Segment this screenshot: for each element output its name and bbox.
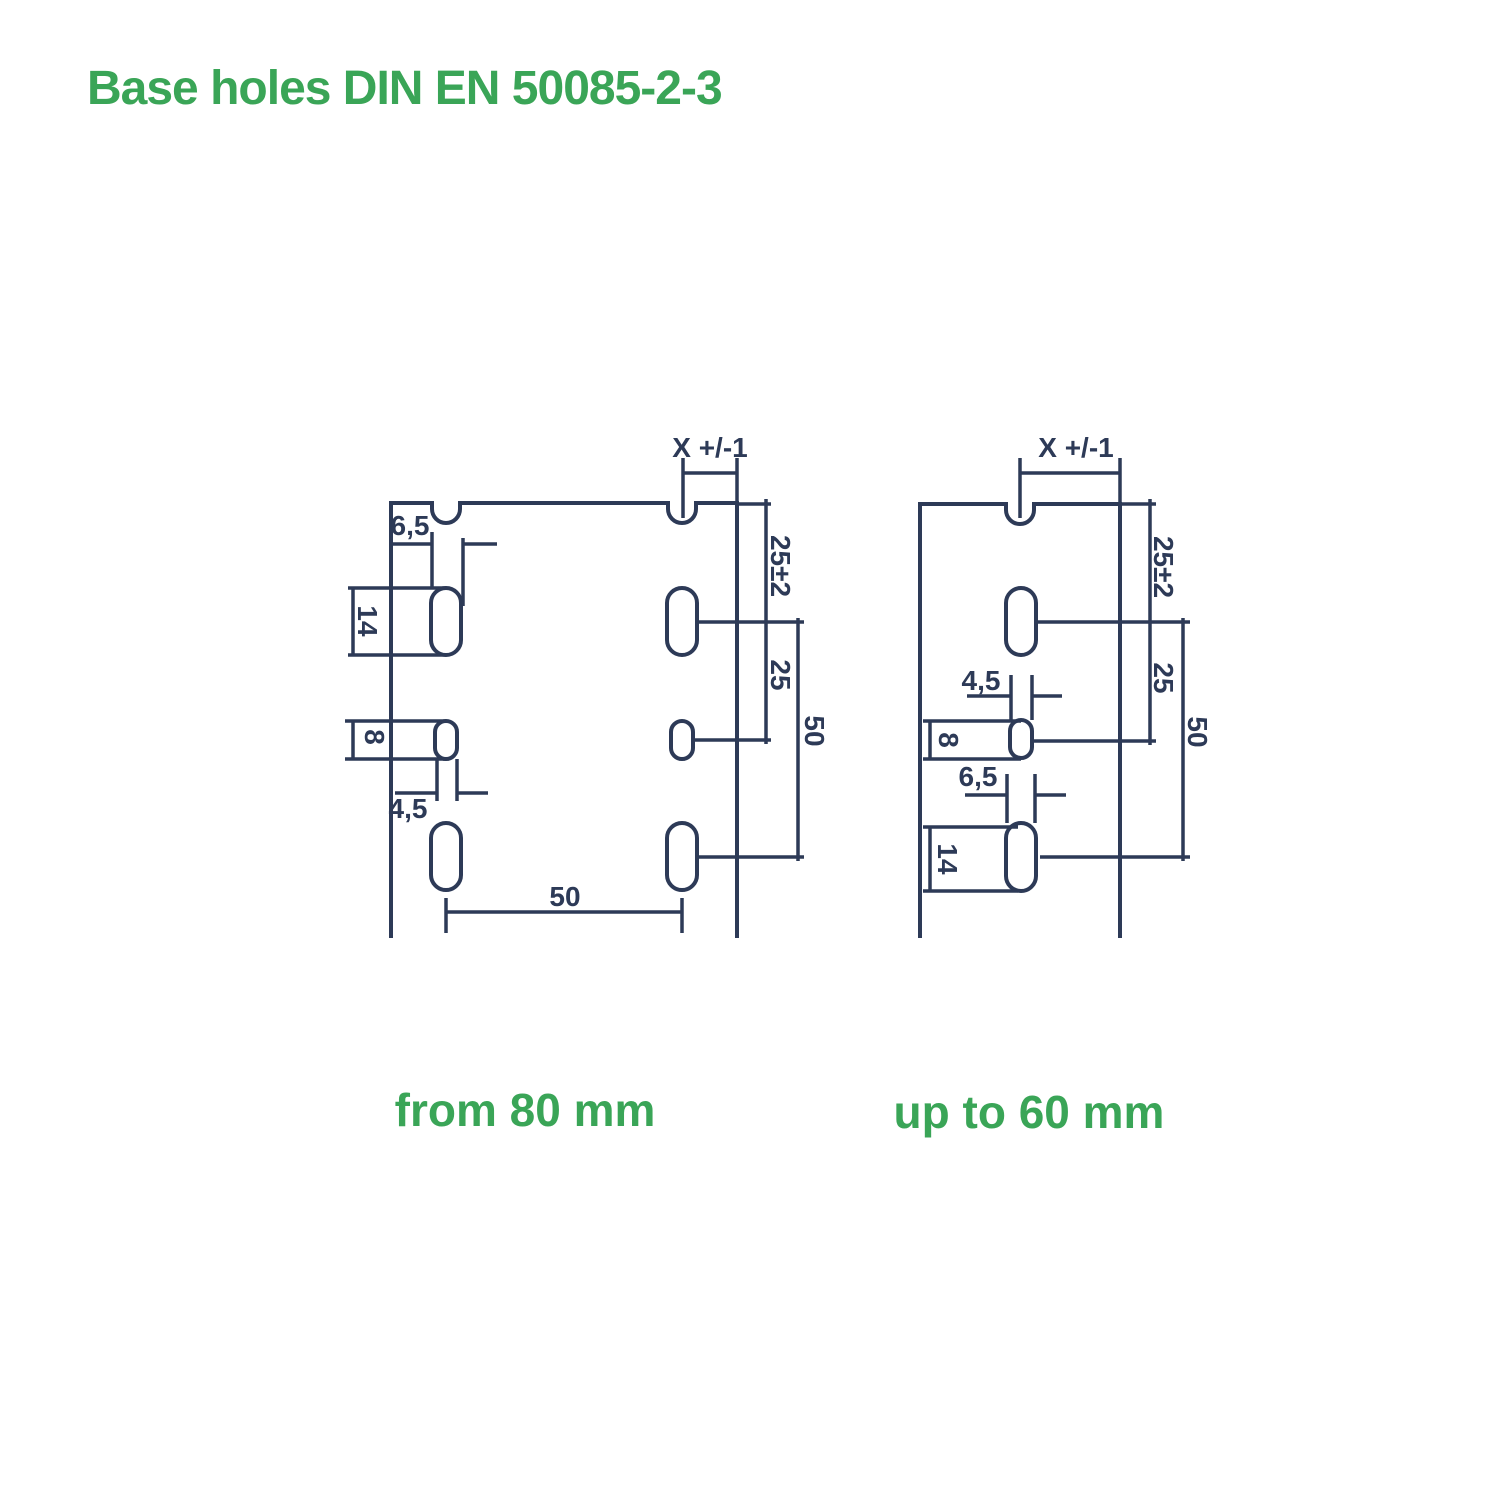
dimension-label: 50 [1182, 716, 1213, 747]
dimension-vertical-stack: 25±2 25 50 [695, 499, 830, 861]
dimension-label: X +/-1 [672, 432, 747, 463]
slot-hole [429, 821, 463, 892]
slot-hole [1008, 718, 1034, 760]
slot-hole [669, 719, 695, 761]
dimension-lines [965, 774, 1066, 823]
dimension-lines [923, 719, 1021, 761]
dimension-label: 6,5 [959, 761, 998, 792]
dimension-x-tolerance: X +/-1 [672, 432, 748, 518]
diagram-caption: up to 60 mm [894, 1086, 1165, 1138]
plate-outline [918, 502, 1122, 938]
dimension-lines [681, 458, 739, 518]
dimension-column-spacing: 50 [444, 881, 684, 933]
diagram-from-80mm: X +/-1 25±2 25 50 6,5 14 8 4,5 [345, 432, 830, 1136]
dimension-large-slot-width: 6,5 [391, 510, 497, 606]
slot-hole [665, 821, 699, 892]
diagram-up-to-60mm: X +/-1 25±2 25 50 4,5 8 6,5 14 [894, 432, 1213, 1138]
dimension-label: 25 [1148, 662, 1179, 693]
slot-hole [665, 586, 699, 657]
dimension-lines [444, 898, 684, 933]
dimension-label: 50 [799, 715, 830, 746]
plate-outline [389, 501, 739, 938]
dimension-x-tolerance: X +/-1 [1018, 432, 1122, 518]
slot-hole [1004, 821, 1038, 893]
dimension-label: 8 [933, 732, 964, 748]
dimension-label: 8 [359, 729, 390, 745]
dimension-lines [967, 675, 1062, 720]
dimension-lines [345, 719, 446, 761]
dimension-vertical-stack: 25±2 25 50 [1032, 499, 1213, 861]
dimension-label: 4,5 [962, 665, 1001, 696]
dimension-lines [1032, 499, 1190, 861]
dimension-small-slot-width: 4,5 [962, 665, 1062, 720]
slot-hole [429, 586, 463, 657]
dimension-label: 14 [932, 843, 963, 875]
dimension-label: 6,5 [391, 510, 430, 541]
dimension-lines [1018, 458, 1122, 518]
dimension-lines [923, 825, 1018, 893]
diagram-caption: from 80 mm [395, 1084, 656, 1136]
page-title: Base holes DIN EN 50085-2-3 [87, 62, 722, 115]
dimension-large-slot-width: 6,5 [959, 761, 1066, 823]
dimension-small-slot-length: 8 [923, 719, 1021, 761]
dimension-lines [392, 532, 497, 606]
dimension-label: X +/-1 [1038, 432, 1113, 463]
dimension-label: 4,5 [389, 793, 428, 824]
dimension-large-slot-length: 14 [923, 825, 1018, 893]
dimension-lines [695, 499, 804, 861]
slot-hole [1004, 586, 1038, 657]
dimension-label: 50 [549, 881, 580, 912]
dimension-lines [395, 759, 488, 801]
dimension-large-slot-length: 14 [348, 586, 446, 657]
dimension-lines [348, 586, 446, 657]
dimension-label: 14 [352, 605, 383, 637]
dimension-label: 25±2 [765, 535, 796, 597]
dimension-small-slot-width: 4,5 [389, 759, 488, 824]
dimension-label: 25±2 [1148, 536, 1179, 598]
slot-hole [433, 719, 459, 761]
dimension-small-slot-length: 8 [345, 719, 446, 761]
dimension-label: 25 [765, 659, 796, 690]
